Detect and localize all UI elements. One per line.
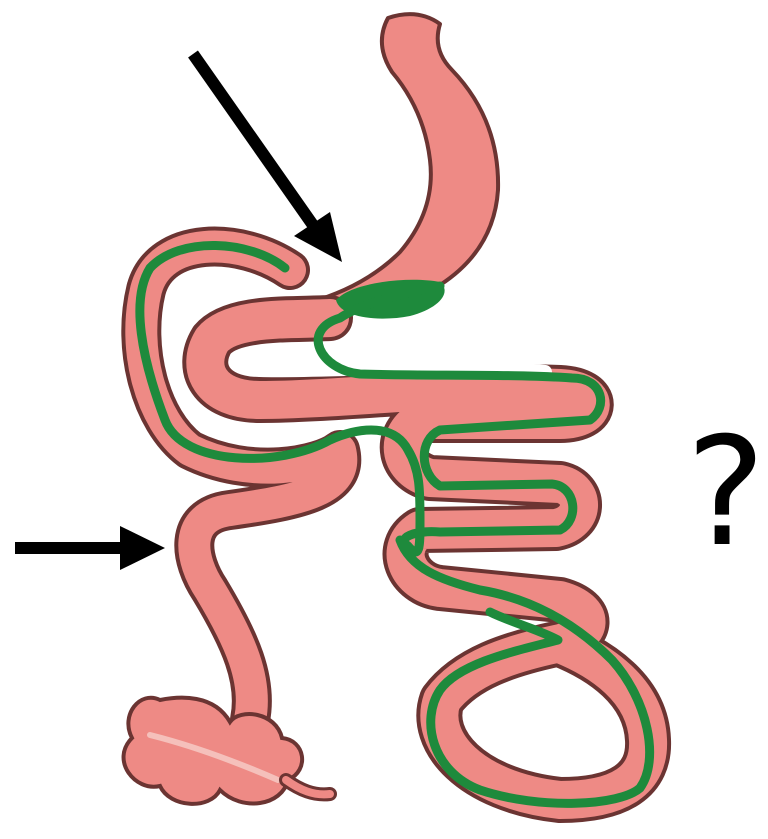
stomach-outline [302,14,498,320]
stomach [302,14,498,320]
question-mark-label: ? [686,418,766,568]
colon [124,698,330,804]
right-arrow-icon [15,526,165,570]
colon-outline [124,698,303,804]
